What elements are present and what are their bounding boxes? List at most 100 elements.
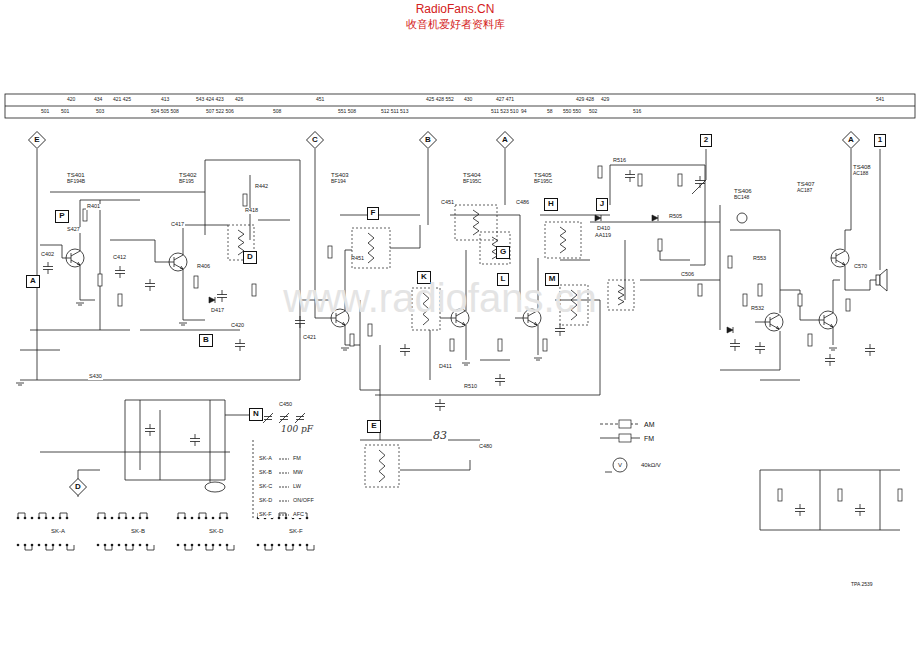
switch-contact (104, 517, 107, 520)
component-label: ON/OFF (292, 498, 315, 504)
component-label: C451 (440, 200, 455, 206)
transistor-body (169, 253, 187, 271)
component-label: V (617, 462, 623, 468)
capacitor-lead (48, 262, 49, 267)
wire (210, 400, 211, 482)
capacitor-lead (860, 504, 861, 509)
coil-symbol (228, 225, 254, 260)
trim-arrow (295, 413, 305, 423)
label-text: 426 (235, 96, 243, 102)
wire (390, 225, 420, 248)
coil-symbol (608, 280, 634, 310)
diamond-shape (29, 132, 46, 149)
component-label: 421 425 (112, 97, 132, 102)
label-text: C570 (854, 263, 867, 269)
capacitor-lead (830, 354, 831, 359)
component-label: R532 (750, 306, 765, 312)
wire (760, 380, 800, 381)
wire (40, 245, 62, 246)
coil-can (545, 222, 581, 258)
capacitor-lead (222, 298, 223, 303)
capacitor-symbol (217, 290, 227, 302)
speaker-cone (880, 269, 887, 291)
switch-legend-line (279, 487, 289, 488)
wire (80, 200, 140, 201)
legend-text: FM (644, 435, 654, 442)
wire (375, 395, 600, 396)
switch-contact (278, 544, 281, 547)
switch-contact (205, 517, 208, 520)
section-box: G (496, 246, 510, 259)
ground-bar (343, 350, 347, 351)
wire (640, 280, 720, 281)
switch-diagram (17, 513, 74, 550)
section-box: A (26, 275, 40, 288)
component-label: BC148 (733, 195, 750, 200)
switch-contact (226, 544, 229, 547)
switch-contact (31, 544, 34, 547)
label-text: BF195C (534, 178, 552, 184)
diode-symbol (727, 327, 733, 333)
label-text: 430 (464, 96, 472, 102)
label-text: TS402 (179, 172, 197, 178)
transistor-emitter (770, 324, 779, 329)
component-label: 451 (315, 97, 325, 102)
label-text: 503 (96, 108, 104, 114)
component-label: SK-A (50, 528, 66, 534)
component-label: D410 (596, 226, 611, 232)
switch-contact (31, 517, 34, 520)
capacitor-symbol (145, 424, 155, 436)
coil-symbol (352, 228, 390, 268)
strip-divider (5, 106, 915, 107)
ferrite-rod (205, 482, 225, 492)
component-label: 511 523 510 (490, 109, 519, 114)
label-text: 451 (316, 96, 324, 102)
component-label: SK-D (208, 528, 224, 534)
component-label: 501 (40, 109, 50, 114)
resistor-symbol (698, 284, 702, 296)
ground-bar (462, 363, 470, 364)
label-text: AFC (293, 511, 304, 517)
wire (37, 149, 38, 380)
component-label: C506 (680, 272, 695, 278)
capacitor-lead (800, 504, 801, 509)
wire (205, 160, 300, 380)
switch-contact (111, 517, 114, 520)
switch-contact (184, 544, 187, 547)
label-text: TS408 (853, 164, 871, 170)
section-box: B (199, 334, 213, 347)
component-label: 58 (546, 109, 554, 114)
label-text: MW (293, 469, 303, 475)
component-label: 551 508 (337, 109, 357, 114)
section-letter: 1 (878, 136, 882, 144)
diamond-shape (497, 132, 514, 149)
wire (160, 410, 161, 480)
section-letter: E (34, 136, 39, 144)
label-text: TS406 (734, 188, 752, 194)
transistor-arrow (77, 262, 80, 265)
switch-contact (299, 544, 302, 547)
wire (20, 380, 300, 381)
ground-symbol (16, 383, 24, 385)
connector-diamond: C (306, 131, 324, 149)
switch-contact (292, 544, 295, 547)
component-label: 501 (60, 109, 70, 114)
transistor-base-lead (765, 322, 770, 323)
legend-volt-box (619, 434, 631, 442)
diode-bar (733, 327, 734, 333)
label-text: 425 428 552 (426, 96, 454, 102)
wire (730, 230, 780, 313)
transistor-body (765, 313, 783, 331)
section-box: 2 (700, 134, 712, 147)
component-label: SK-F (288, 528, 304, 534)
switch-contact (212, 544, 215, 547)
wire (225, 415, 250, 416)
section-letter: A (30, 277, 36, 285)
resistor-symbol (638, 174, 642, 186)
resistor-symbol (543, 339, 547, 351)
transistor-body (819, 311, 837, 329)
wire (80, 200, 81, 251)
component-label: 425 428 552 (425, 97, 455, 102)
label-text: R553 (753, 255, 766, 261)
